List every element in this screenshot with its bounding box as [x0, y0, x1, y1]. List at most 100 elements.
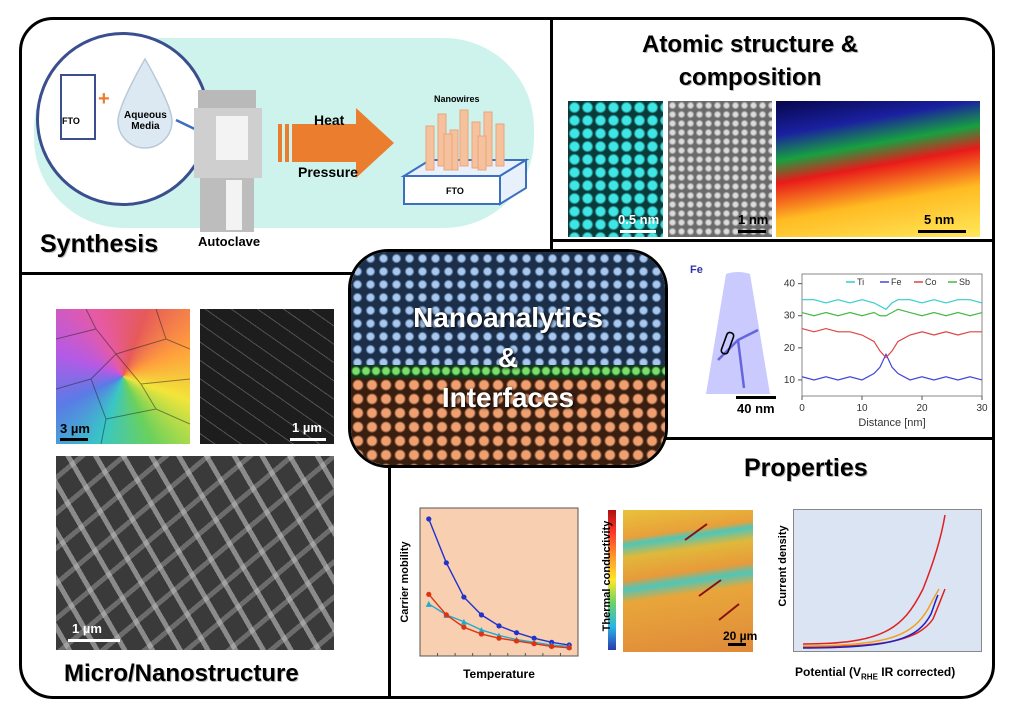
thermal-colorbar [608, 510, 616, 650]
fto-glass-slide [60, 74, 96, 140]
center-interface-line [351, 364, 665, 378]
apt-x-tick-label: 0 [799, 403, 805, 414]
scale-label-thermal: 20 µm [723, 629, 758, 643]
apt-y-tick-label: 10 [784, 375, 796, 386]
apt-reconstruction-image [706, 272, 770, 394]
thermal-map-arrows [684, 523, 740, 621]
process-arrow-icon [278, 108, 394, 178]
divider-bottom-vertical [388, 466, 391, 696]
scale-label-1nm: 1 nm [738, 212, 769, 227]
nanowires-label: Nanowires [434, 94, 480, 104]
carrier-point-0 [531, 635, 537, 641]
micro-nanostructure-title: Micro/Nanostructure [64, 660, 299, 687]
carrier-point-1 [460, 618, 467, 625]
thermal-ylabel: Thermal conductivity [601, 520, 613, 632]
apt-series-line-fe [801, 352, 983, 381]
apt-series-line-co [801, 327, 982, 359]
carrier-point-2 [461, 624, 467, 630]
apt-y-tick-label: 30 [784, 311, 796, 322]
carrier-point-2 [496, 635, 502, 641]
scale-label-ebsd: 3 µm [60, 421, 90, 436]
scale-bar-05nm [620, 230, 656, 233]
sem-nanowires-image [56, 456, 334, 650]
apt-x-tick-label: 10 [856, 403, 868, 414]
divider-left-horizontal [22, 272, 382, 275]
apt-y-tick-label: 20 [784, 343, 796, 354]
divider-right-horizontal [550, 239, 992, 242]
scale-bar-sem1 [290, 438, 326, 441]
sem-dislocation-image [200, 309, 334, 444]
substrate-fto-label: FTO [446, 186, 464, 196]
apt-x-tick-label: 30 [976, 403, 988, 414]
properties-title: Properties [744, 454, 868, 482]
carrier-point-2 [478, 631, 485, 637]
carrier-point-0 [443, 560, 449, 566]
carrier-point-0 [513, 630, 520, 636]
apt-plot-frame [801, 273, 983, 397]
plus-sign: + [98, 88, 110, 110]
fto-label: FTO [62, 116, 80, 126]
scale-bar-thermal [728, 643, 746, 646]
divider-bottom-horizontal [662, 437, 992, 440]
fe-label: Fe [690, 264, 703, 276]
current-xlabel-end: IR corrected) [877, 665, 956, 679]
apt-x-tick-label: 20 [916, 403, 928, 414]
apt-legend-label-co: Co [925, 277, 937, 287]
scale-bar-1nm [738, 230, 766, 233]
figure-frame: FTO + Aqueous Media Autoclave Heat Press… [19, 17, 995, 699]
apt-legend-label-ti: Ti [857, 277, 864, 287]
apt-series-line-sb [801, 308, 983, 317]
carrier-point-0 [426, 516, 432, 522]
center-title-line2: & [497, 342, 519, 373]
center-title-line3: Interfaces [441, 382, 575, 413]
carrier-point-0 [496, 623, 502, 629]
scale-label-40nm: 40 nm [737, 401, 775, 416]
center-title-line1: Nanoanalytics [413, 302, 603, 333]
apt-series-line-ti [802, 299, 983, 311]
aqueous-media-label: Aqueous Media [124, 110, 167, 132]
ebsd-map-image [56, 309, 190, 444]
carrier-point-1 [478, 626, 485, 633]
carrier-point-2 [531, 641, 537, 647]
scale-label-sem2: 1 µm [72, 621, 102, 636]
autoclave-icon [194, 90, 262, 232]
current-ylabel: Current density [777, 525, 789, 607]
nanowires-on-fto-icon [400, 109, 530, 206]
scale-label-sem1: 1 µm [292, 420, 322, 435]
heat-label: Heat [314, 112, 345, 128]
scale-bar-40nm [736, 396, 776, 399]
scale-bar-5nm [918, 230, 966, 233]
divider-top-vertical [550, 20, 553, 260]
scale-bar-ebsd [60, 438, 88, 441]
center-top-lattice [351, 252, 665, 370]
current-xlabel-main: Potential (V [795, 665, 862, 679]
carrier-point-0 [478, 612, 485, 618]
autoclave-label: Autoclave [198, 234, 261, 249]
apt-x-axis-label: Distance [nm] [858, 417, 925, 429]
scale-bar-sem2 [68, 639, 120, 642]
aqueous-drop-icon [117, 57, 173, 149]
current-density-curves [802, 514, 946, 649]
stem-image-2 [668, 101, 772, 237]
carrier-y-axis-label: Carrier mobility [399, 540, 411, 622]
carrier-point-2 [549, 643, 555, 650]
scale-label-05nm: 0.5 nm [618, 212, 660, 227]
ebsd-grain-overlay [56, 309, 190, 444]
current-xlabel-sub: RHE [861, 672, 878, 682]
pressure-label: Pressure [298, 164, 358, 180]
center-bottom-lattice [351, 377, 665, 465]
synthesis-title: Synthesis [40, 230, 159, 258]
carrier-point-2 [426, 591, 432, 597]
center-interface-panel: Nanoanalytics & Interfaces [348, 249, 668, 468]
eds-map-image [776, 101, 980, 237]
carrier-plot-area [419, 507, 579, 657]
carrier-point-2 [443, 612, 449, 618]
carrier-point-0 [461, 594, 467, 600]
apt-legend-label-fe: Fe [891, 277, 902, 287]
carrier-x-axis-label: Temperature [463, 667, 535, 680]
carrier-point-2 [513, 638, 520, 644]
apt-y-tick-label: 40 [784, 279, 796, 290]
scale-label-5nm: 5 nm [924, 212, 955, 227]
carrier-point-2 [566, 645, 572, 651]
